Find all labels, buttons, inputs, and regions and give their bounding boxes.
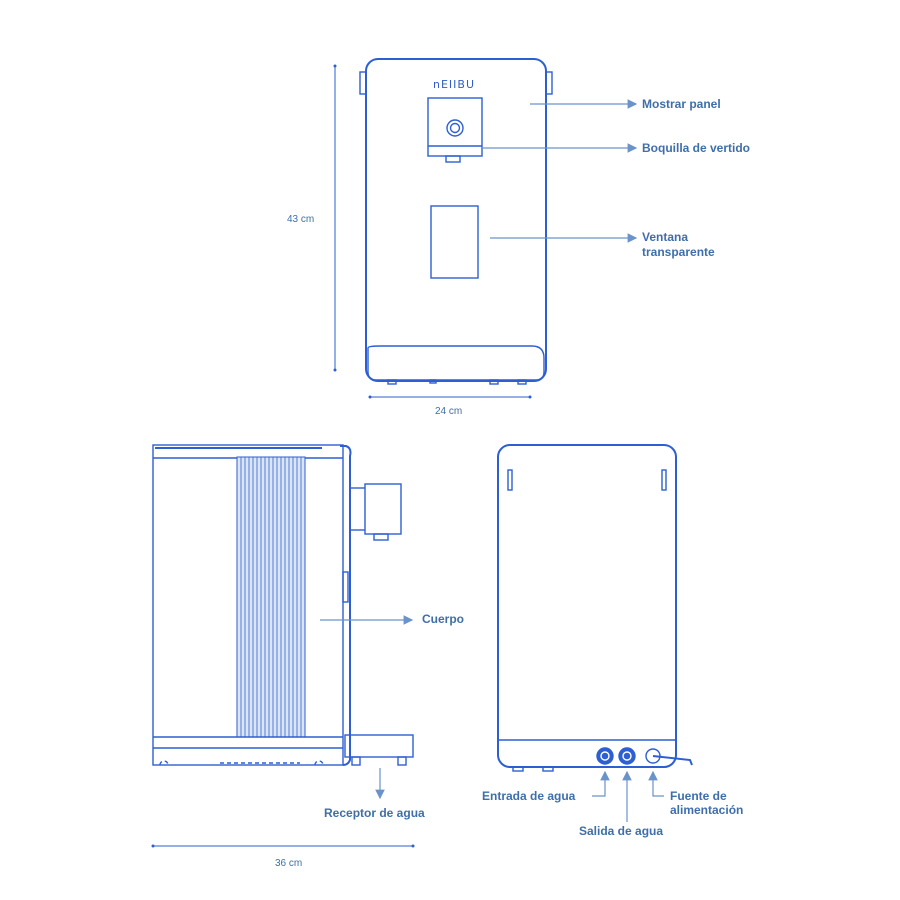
depth-dimension: 36 cm	[275, 858, 303, 869]
side-spout	[364, 483, 402, 535]
side-view	[152, 444, 414, 766]
label-power-line2: alimentación	[670, 803, 744, 817]
height-dimension: 43 cm	[287, 214, 315, 225]
transparent-window	[430, 205, 479, 279]
spout-housing	[427, 97, 483, 157]
label-power-line1: Fuente de	[670, 789, 727, 803]
front-view	[359, 58, 553, 385]
front-base	[367, 345, 545, 381]
label-body: Cuerpo	[422, 612, 464, 626]
back-view	[497, 444, 693, 772]
side-body	[152, 444, 344, 766]
label-display-panel: Mostrar panel	[642, 97, 721, 111]
label-window-line2: transparente	[642, 245, 715, 259]
label-window-line1: Ventana	[642, 230, 689, 244]
water-outlet-port	[618, 747, 636, 765]
inlet-arrow	[592, 770, 610, 797]
brand-logo: nEIIBU	[433, 78, 476, 91]
power-arrow	[648, 770, 664, 797]
power-cable	[652, 755, 693, 766]
label-spout: Boquilla de vertido	[642, 141, 751, 155]
drip-tray	[344, 734, 414, 758]
label-water-inlet: Entrada de agua	[482, 789, 576, 803]
width-dimension: 24 cm	[435, 406, 463, 417]
back-body	[497, 444, 677, 768]
water-inlet-port	[596, 747, 614, 765]
right-handle	[545, 71, 553, 95]
front-body	[365, 58, 547, 382]
label-drip-tray: Receptor de agua	[324, 806, 425, 820]
button-icon	[446, 119, 464, 137]
label-water-outlet: Salida de agua	[579, 824, 664, 838]
left-handle	[359, 71, 367, 95]
